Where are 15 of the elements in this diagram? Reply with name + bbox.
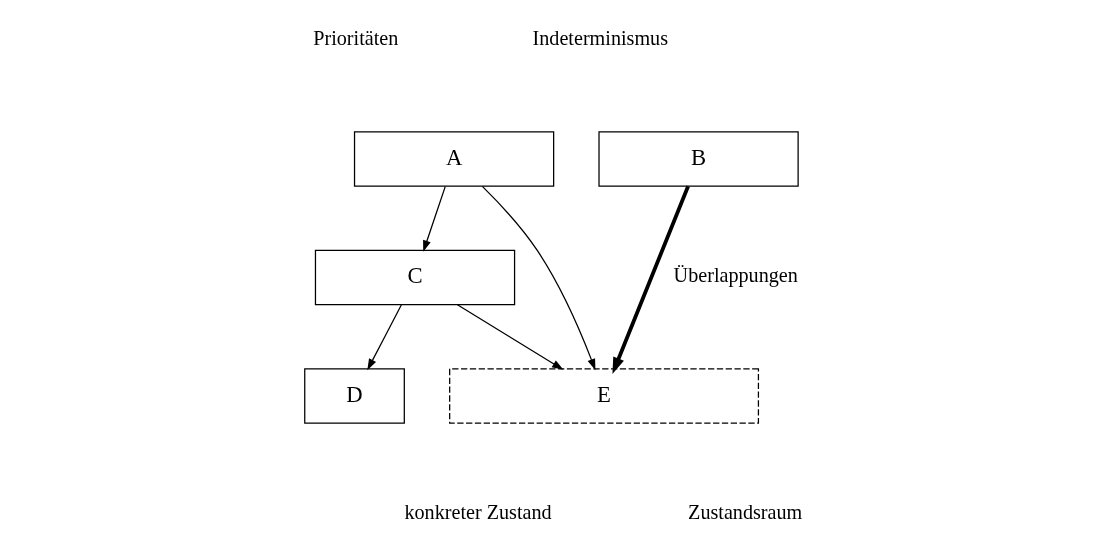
- label: Zustandsraum: [688, 501, 803, 524]
- edge-label: Überlappungen: [673, 264, 798, 287]
- node-box: D: [304, 368, 405, 424]
- node-box: B: [598, 131, 799, 187]
- node-box: E: [449, 368, 760, 424]
- arrow: [612, 185, 690, 374]
- arrow: [423, 186, 446, 252]
- arrow: [481, 185, 596, 371]
- label: Indeterminismus: [532, 27, 669, 50]
- label: konkreter Zustand: [404, 501, 552, 524]
- label: Prioritäten: [313, 27, 399, 50]
- node-box: A: [353, 131, 555, 187]
- arrow: [367, 304, 402, 371]
- node-box: C: [314, 249, 516, 306]
- arrow: [456, 304, 564, 370]
